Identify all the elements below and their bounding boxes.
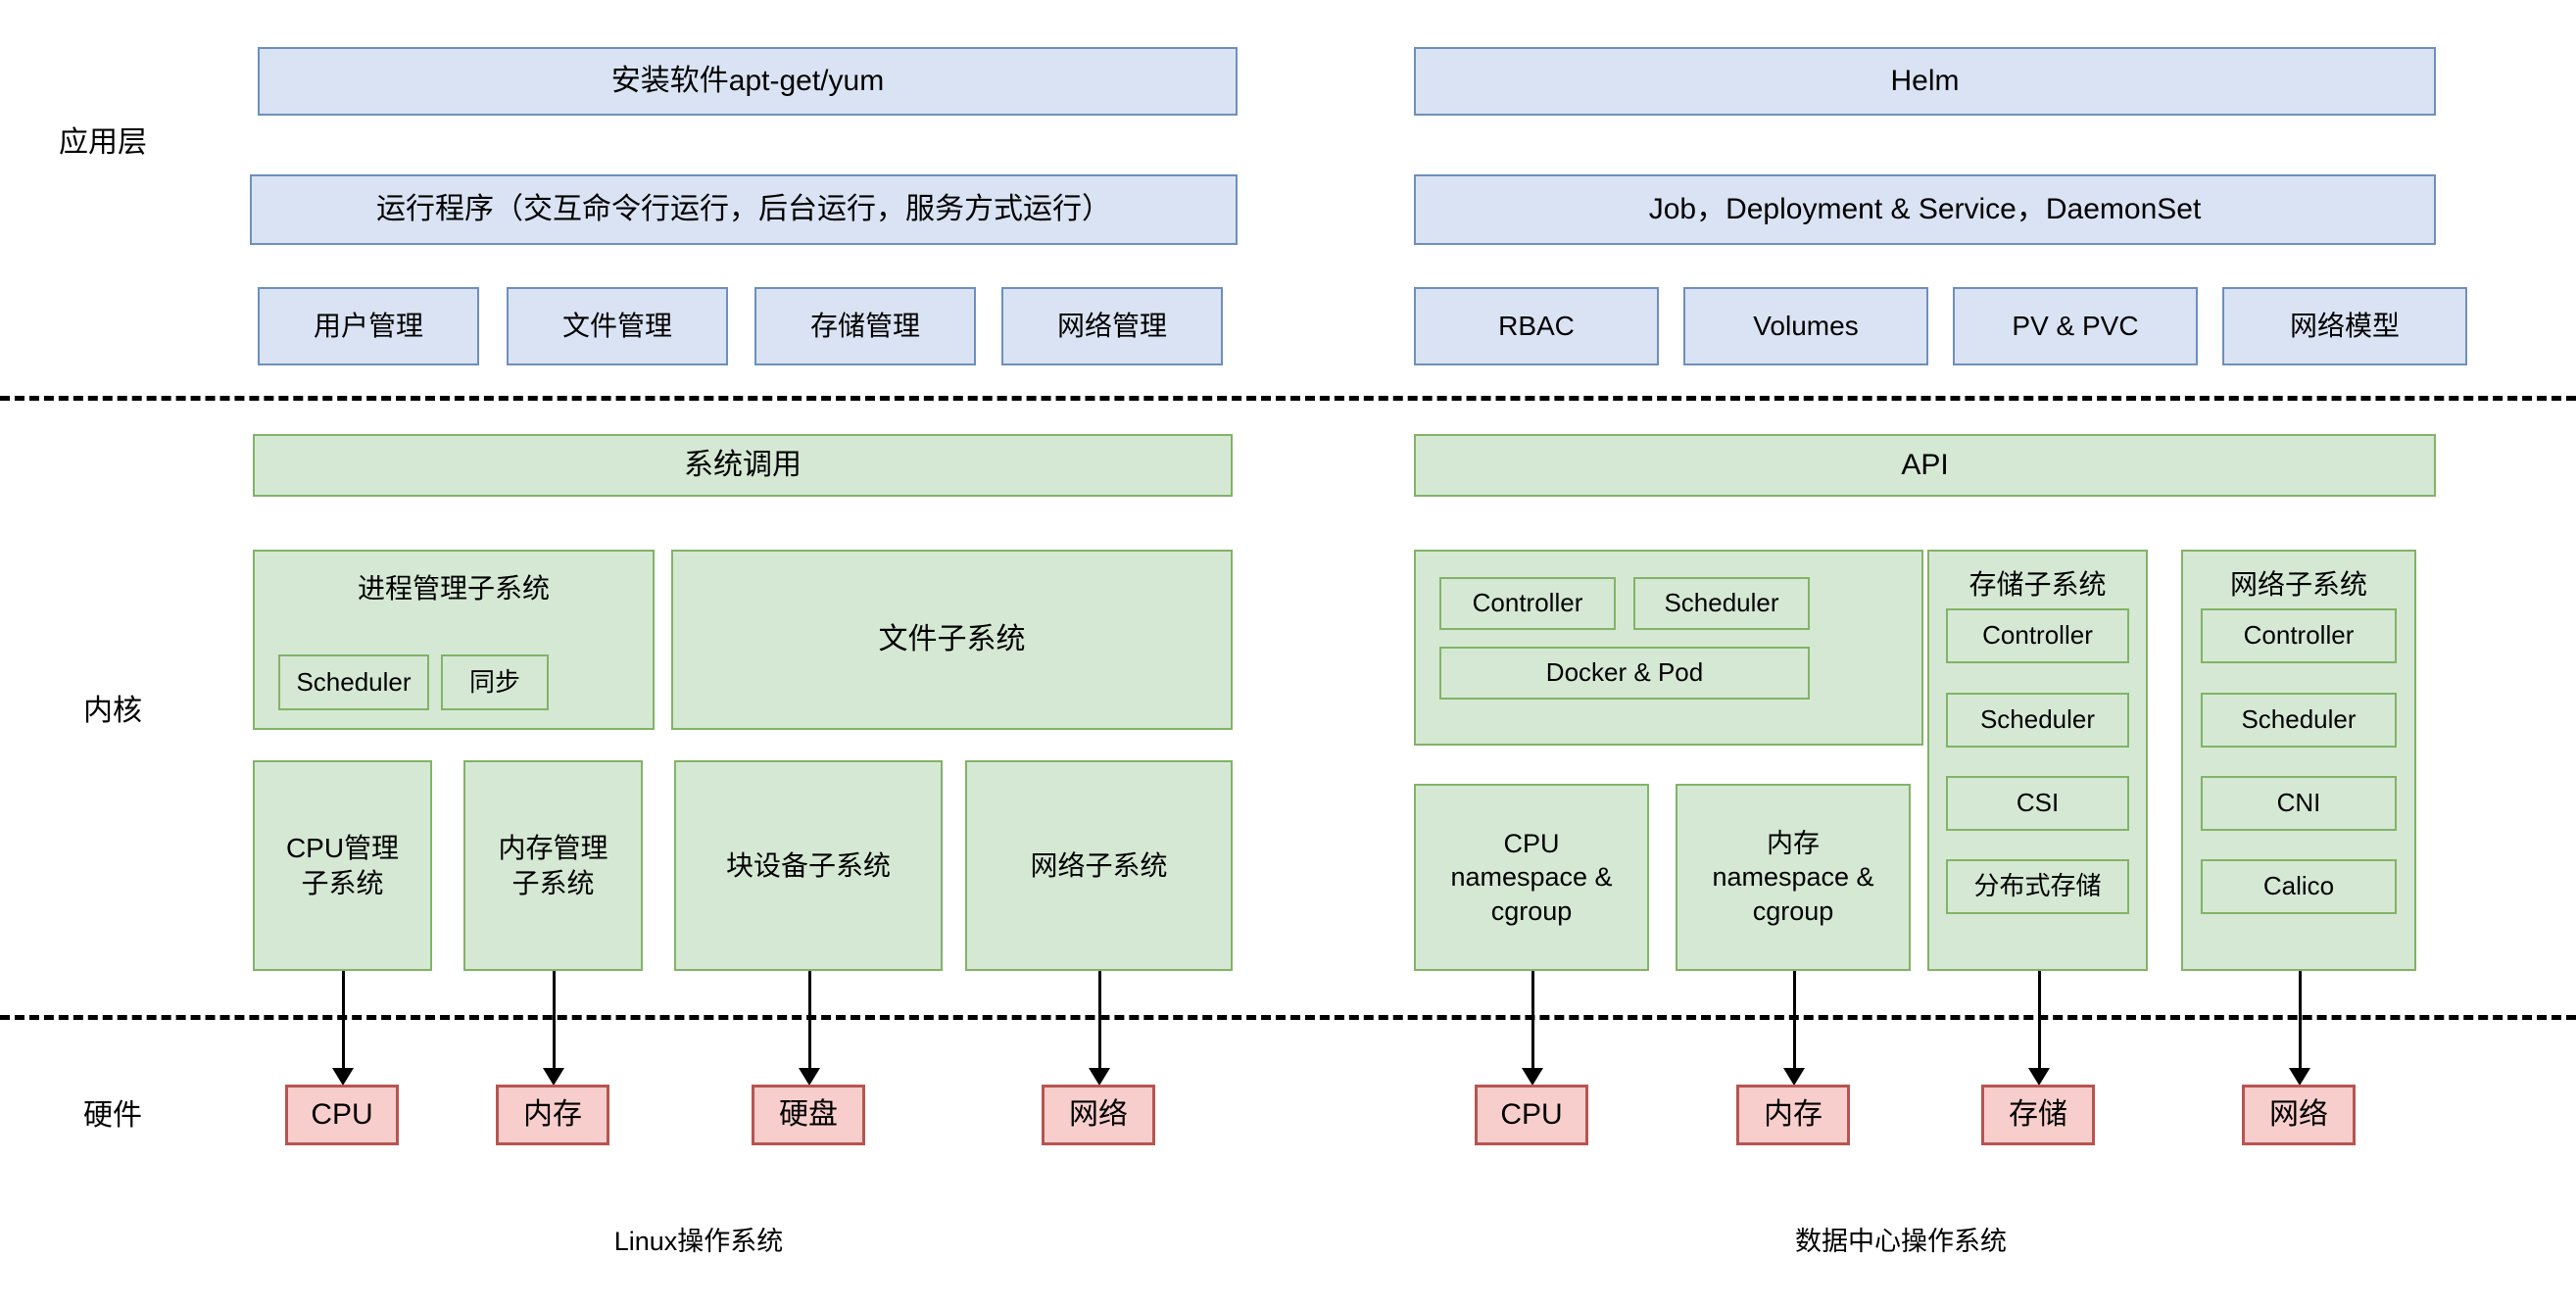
right-arrow-line-network: [2299, 971, 2302, 1074]
right-hardware-storage[interactable]: 存储: [1981, 1085, 2095, 1145]
left-arrow-head-memory: [543, 1068, 564, 1086]
right-app-tile-rbac[interactable]: RBAC: [1414, 287, 1659, 365]
right-arrow-head-memory: [1783, 1068, 1805, 1086]
left-kernel-blockdev-subsystem[interactable]: 块设备子系统: [674, 760, 943, 971]
left-app-tile-file-mgmt[interactable]: 文件管理: [507, 287, 728, 365]
left-hardware-cpu[interactable]: CPU: [285, 1085, 399, 1145]
right-kernel-control-docker-pod[interactable]: Docker & Pod: [1439, 647, 1810, 700]
left-arrow-head-network: [1089, 1068, 1110, 1086]
left-kernel-syscall[interactable]: 系统调用: [253, 434, 1233, 497]
divider-application-kernel: [0, 396, 2576, 401]
left-hardware-memory[interactable]: 内存: [496, 1085, 609, 1145]
left-kernel-process-group-title: 进程管理子系统: [357, 573, 550, 604]
right-kernel-cpu-resource[interactable]: CPU namespace & cgroup: [1414, 784, 1649, 971]
left-arrow-line-memory: [553, 971, 556, 1074]
left-kernel-process-scheduler[interactable]: Scheduler: [278, 654, 429, 710]
right-kernel-network-scheduler[interactable]: Scheduler: [2201, 693, 2397, 748]
right-kernel-network-group[interactable]: 网络子系统 Controller Scheduler CNI Calico: [2181, 550, 2416, 971]
right-kernel-memory-resource[interactable]: 内存 namespace & cgroup: [1676, 784, 1911, 971]
right-arrow-head-storage: [2028, 1068, 2050, 1086]
right-arrow-line-memory: [1793, 971, 1796, 1074]
row-label-hardware: 硬件: [83, 1099, 142, 1132]
left-arrow-head-disk: [799, 1068, 820, 1086]
row-label-application: 应用层: [59, 126, 147, 159]
left-kernel-memory-subsystem[interactable]: 内存管理 子系统: [463, 760, 643, 971]
right-kernel-control-controller[interactable]: Controller: [1439, 577, 1616, 630]
right-kernel-network-group-title: 网络子系统: [2229, 569, 2367, 600]
right-arrow-line-cpu: [1531, 971, 1534, 1074]
right-kernel-api[interactable]: API: [1414, 434, 2436, 497]
right-kernel-control-group[interactable]: Controller Scheduler Docker & Pod: [1414, 550, 1923, 746]
row-label-kernel: 内核: [83, 695, 142, 727]
left-kernel-process-sync[interactable]: 同步: [441, 654, 549, 710]
left-kernel-cpu-subsystem[interactable]: CPU管理 子系统: [253, 760, 432, 971]
right-hardware-memory[interactable]: 内存: [1736, 1085, 1850, 1145]
left-kernel-file-subsystem[interactable]: 文件子系统: [671, 550, 1233, 730]
right-app-tile-network-model[interactable]: 网络模型: [2222, 287, 2467, 365]
right-kernel-control-scheduler[interactable]: Scheduler: [1633, 577, 1810, 630]
right-arrow-line-storage: [2038, 971, 2041, 1074]
right-app-banner[interactable]: Helm: [1414, 47, 2436, 116]
right-kernel-storage-group-title: 存储子系统: [1968, 569, 2107, 600]
right-arrow-head-network: [2289, 1068, 2310, 1086]
left-kernel-network-subsystem[interactable]: 网络子系统: [965, 760, 1233, 971]
left-arrow-head-cpu: [332, 1068, 354, 1086]
right-kernel-storage-distributed[interactable]: 分布式存储: [1946, 859, 2129, 914]
right-kernel-storage-csi[interactable]: CSI: [1946, 776, 2129, 831]
right-hardware-network[interactable]: 网络: [2242, 1085, 2356, 1145]
left-app-tile-network-mgmt[interactable]: 网络管理: [1001, 287, 1223, 365]
left-kernel-process-group[interactable]: 进程管理子系统 Scheduler 同步: [253, 550, 655, 730]
right-kernel-network-calico[interactable]: Calico: [2201, 859, 2397, 914]
right-app-runtime[interactable]: Job，Deployment & Service，DaemonSet: [1414, 174, 2436, 245]
right-kernel-storage-controller[interactable]: Controller: [1946, 608, 2129, 663]
left-app-tile-storage-mgmt[interactable]: 存储管理: [754, 287, 976, 365]
right-arrow-head-cpu: [1522, 1068, 1543, 1086]
left-hardware-disk[interactable]: 硬盘: [752, 1085, 865, 1145]
caption-datacenter-os: 数据中心操作系统: [1795, 1227, 2007, 1256]
right-kernel-network-cni[interactable]: CNI: [2201, 776, 2397, 831]
right-app-tile-pv-pvc[interactable]: PV & PVC: [1953, 287, 2198, 365]
right-kernel-network-controller[interactable]: Controller: [2201, 608, 2397, 663]
right-kernel-storage-scheduler[interactable]: Scheduler: [1946, 693, 2129, 748]
left-arrow-line-cpu: [342, 971, 345, 1074]
right-hardware-cpu[interactable]: CPU: [1475, 1085, 1588, 1145]
left-arrow-line-disk: [808, 971, 811, 1074]
left-app-tile-user-mgmt[interactable]: 用户管理: [258, 287, 479, 365]
left-arrow-line-network: [1098, 971, 1101, 1074]
caption-linux-os: Linux操作系统: [613, 1227, 784, 1256]
left-app-runtime[interactable]: 运行程序（交互命令行运行，后台运行，服务方式运行）: [250, 174, 1238, 245]
right-kernel-storage-group[interactable]: 存储子系统 Controller Scheduler CSI 分布式存储: [1927, 550, 2148, 971]
right-app-tile-volumes[interactable]: Volumes: [1683, 287, 1928, 365]
divider-kernel-hardware: [0, 1015, 2576, 1020]
left-app-banner[interactable]: 安装软件apt-get/yum: [258, 47, 1238, 116]
left-hardware-network[interactable]: 网络: [1042, 1085, 1155, 1145]
